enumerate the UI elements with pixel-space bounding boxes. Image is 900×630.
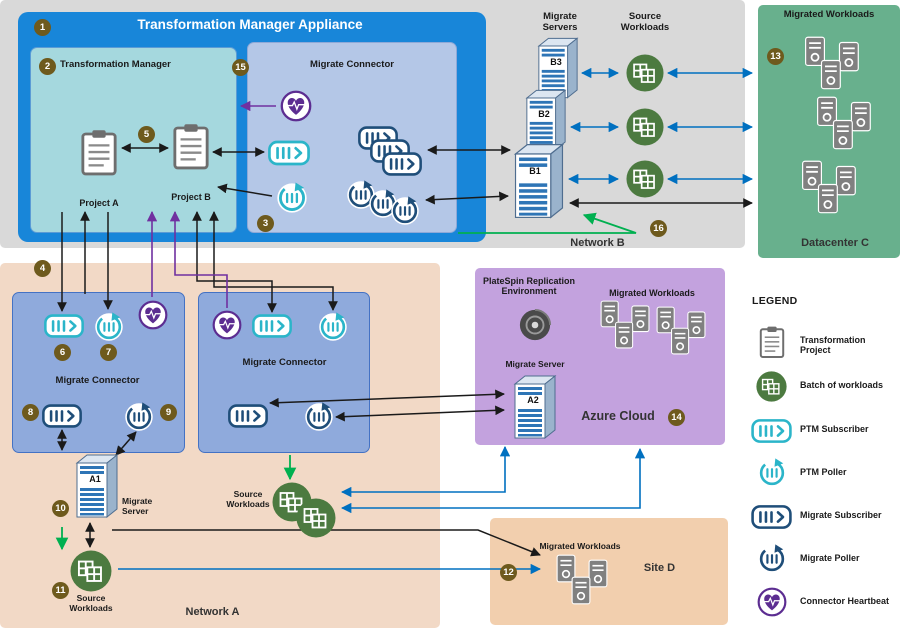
migrate-poller-icon — [124, 402, 154, 432]
ptm-poller-icon — [94, 312, 124, 342]
step-badge-7: 7 — [100, 344, 117, 361]
datacenter-c-region — [758, 5, 900, 258]
step-badge-4: 4 — [34, 260, 51, 277]
migrate-subscriber-cluster-icon — [358, 126, 422, 176]
project-b-clipboard-icon — [172, 122, 210, 172]
step-badge-1: 1 — [34, 19, 51, 36]
appliance-title: Transformation Manager Appliance — [137, 17, 363, 32]
replication-disk-icon — [518, 308, 552, 342]
ptm-poller-icon — [276, 182, 308, 214]
legend-item-label: Batch of workloads — [800, 380, 884, 390]
migrate-connector-left-title: Migrate Connector — [55, 375, 140, 386]
migrate-poller-cluster-icon — [346, 180, 420, 226]
migrated-workloads-icon — [812, 96, 878, 151]
transformation-project-icon — [758, 326, 786, 359]
migrate-connector-right-title: Migrate Connector — [242, 357, 327, 368]
migrated-workloads-icon — [800, 36, 866, 91]
migrated-workloads-icon — [552, 554, 614, 606]
ptm-poller-icon — [757, 458, 787, 488]
step-badge-16: 16 — [650, 220, 667, 237]
legend-item-label: Migrate Subscriber — [800, 510, 882, 520]
azure-cloud-label: Azure Cloud — [581, 409, 655, 423]
legend-item-label: PTM Subscriber — [800, 424, 869, 434]
migrate-servers-heading: Migrate Servers — [542, 11, 578, 33]
step-badge-3: 3 — [257, 215, 274, 232]
legend-item-label: PTM Poller — [800, 467, 847, 477]
legend-title: LEGEND — [752, 295, 798, 307]
source-workloads-batch-icon — [626, 160, 664, 198]
step-badge-6: 6 — [54, 344, 71, 361]
migrate-server-a1-caption: Migrate Server — [122, 496, 153, 516]
connector-heartbeat-icon — [138, 300, 168, 330]
legend-item-label: Connector Heartbeat — [800, 596, 890, 606]
server-a1-icon — [74, 452, 120, 520]
migrate-poller-icon — [304, 402, 334, 432]
ptm-poller-icon — [318, 312, 348, 342]
site-d-label: Site D — [643, 562, 676, 574]
source-workloads-batch-icon — [70, 550, 112, 592]
migrate-server-a2-caption: Migrate Server — [505, 359, 565, 369]
ptm-subscriber-icon — [44, 314, 84, 338]
ptm-subscriber-icon — [268, 140, 310, 166]
source-workloads-a-label: Source Workloads — [69, 593, 113, 613]
project-a-clipboard-icon — [80, 128, 118, 178]
server-b1-label: B1 — [529, 166, 541, 176]
step-badge-13: 13 — [767, 48, 784, 65]
migrated-workloads-icon — [797, 160, 863, 215]
azure-replication-heading: PlateSpin Replication Environment — [482, 276, 576, 297]
migrate-poller-icon — [757, 544, 787, 574]
connector-heartbeat-icon — [757, 587, 787, 617]
source-workloads-mid-label: Source Workloads — [226, 489, 270, 509]
azure-migrated-heading: Migrated Workloads — [609, 288, 695, 298]
migrated-workloads-icon — [596, 300, 656, 350]
connector-heartbeat-icon — [280, 90, 312, 122]
migrate-subscriber-icon — [42, 404, 82, 428]
network-b-label: Network B — [570, 237, 625, 249]
source-workloads-batch-icon — [626, 54, 664, 92]
server-b1-icon — [512, 138, 566, 224]
source-workloads-heading: Source Workloads — [620, 11, 670, 33]
migrated-workloads-icon — [652, 306, 712, 356]
source-workloads-batch-icon — [296, 498, 336, 538]
step-badge-2: 2 — [39, 58, 56, 75]
step-badge-5: 5 — [138, 126, 155, 143]
migrate-subscriber-icon — [751, 505, 792, 529]
step-badge-9: 9 — [160, 404, 177, 421]
step-badge-12: 12 — [500, 564, 517, 581]
legend-item-label: Transformation Project — [800, 335, 866, 355]
datacenter-migrated-heading: Migrated Workloads — [783, 9, 875, 20]
legend-item-label: Migrate Poller — [800, 553, 860, 563]
step-badge-11: 11 — [52, 582, 69, 599]
source-workloads-batch-icon — [626, 108, 664, 146]
migrate-subscriber-icon — [228, 404, 268, 428]
step-badge-14: 14 — [668, 409, 685, 426]
migrate-connector-top-title: Migrate Connector — [310, 59, 394, 70]
step-badge-8: 8 — [22, 404, 39, 421]
ptm-subscriber-icon — [751, 419, 792, 443]
batch-of-workloads-icon — [756, 371, 787, 402]
transformation-manager-title: Transformation Manager — [60, 59, 171, 70]
step-badge-10: 10 — [52, 500, 69, 517]
server-a2-icon — [512, 374, 558, 440]
step-badge-15: 15 — [232, 59, 249, 76]
server-b2-label: B2 — [538, 109, 550, 119]
datacenter-c-label: Datacenter C — [801, 237, 869, 249]
ptm-subscriber-icon — [252, 314, 292, 338]
server-a2-label: A2 — [527, 395, 539, 405]
project-a-label: Project A — [79, 198, 119, 208]
server-a1-label: A1 — [89, 474, 101, 484]
project-b-label: Project B — [171, 192, 211, 202]
network-a-label: Network A — [185, 606, 240, 618]
connector-heartbeat-icon — [212, 310, 242, 340]
server-b3-label: B3 — [550, 57, 562, 67]
site-d-migrated-heading: Migrated Workloads — [539, 541, 621, 551]
